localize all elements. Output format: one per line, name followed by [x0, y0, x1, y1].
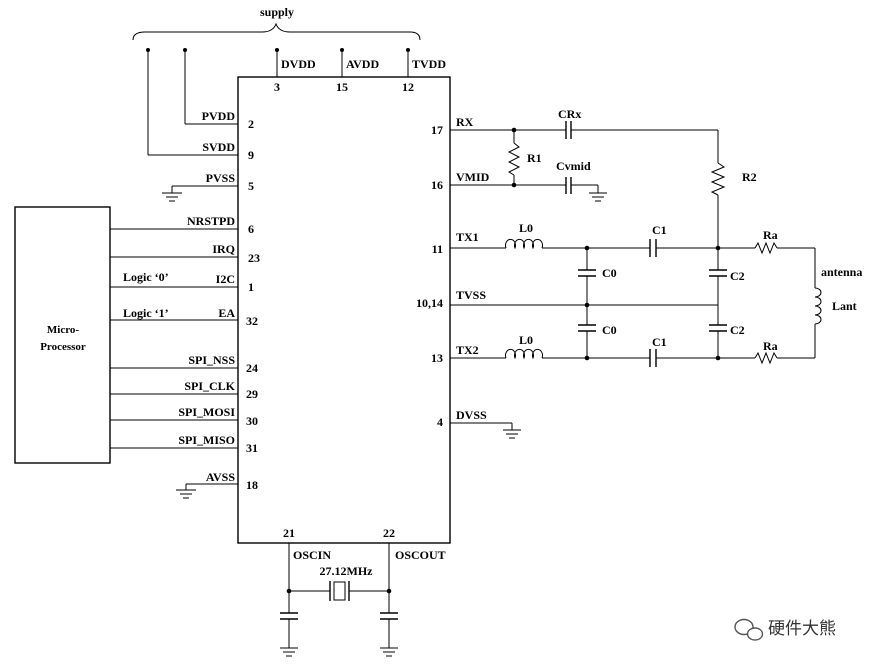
pin-name-tx1: TX1 [456, 230, 479, 244]
micro-label-1: Micro- [47, 324, 80, 336]
r1-label: R1 [527, 151, 542, 165]
crystal-symbol [333, 581, 346, 601]
supply-label: supply [260, 5, 294, 19]
logic-0-label: Logic ‘0’ [123, 270, 169, 284]
logic-1-label: Logic ‘1’ [123, 306, 169, 320]
pin-num-23: 23 [248, 251, 260, 265]
pin-name-avss: AVSS [206, 470, 235, 484]
l0-bottom-label: L0 [519, 333, 533, 347]
pin-name-oscout: OSCOUT [395, 548, 446, 562]
c2-top-label: C2 [730, 269, 745, 283]
pin-name-dvss: DVSS [456, 408, 487, 422]
pin-name-spi-mosi: SPI_MOSI [178, 405, 235, 419]
ra-bottom-label: Ra [763, 339, 778, 353]
pin-name-tvss: TVSS [456, 288, 486, 302]
pin-num-24: 24 [246, 361, 258, 375]
pin-num-30: 30 [246, 414, 258, 428]
pin-num-2: 2 [248, 117, 254, 131]
wechat-icon [734, 618, 764, 641]
crx-label: CRx [558, 107, 581, 121]
pin-num-22: 22 [383, 526, 395, 540]
pin-num-6: 6 [248, 222, 254, 236]
pin-num-32: 32 [246, 314, 258, 328]
pin-name-spi-nss: SPI_NSS [188, 353, 235, 367]
supply-brace [132, 22, 421, 41]
pin-name-rx: RX [456, 115, 474, 129]
pin-name-vmid: VMID [456, 170, 490, 184]
cvmid-label: Cvmid [556, 159, 591, 173]
pin-name-spi-miso: SPI_MISO [178, 433, 235, 447]
pin-name-ea: EA [218, 306, 235, 320]
pin-num-5: 5 [248, 179, 254, 193]
pin-num-21: 21 [283, 526, 295, 540]
c1-top-label: C1 [652, 223, 667, 237]
antenna-coil [814, 287, 822, 325]
pin-num-18: 18 [246, 478, 258, 492]
pin-num-1: 1 [248, 280, 254, 294]
pin-num-4: 4 [437, 415, 443, 429]
pin-num-15: 15 [336, 80, 348, 94]
pin-name-pvss: PVSS [206, 171, 236, 185]
pin-name-irq: IRQ [212, 242, 235, 256]
pin-num-3: 3 [274, 80, 280, 94]
pin-num-9: 9 [248, 148, 254, 162]
pin-name-dvdd: DVDD [281, 57, 316, 71]
pin-name-nrstpd: NRSTPD [187, 214, 235, 228]
pin-name-svdd: SVDD [202, 140, 235, 154]
pin-num-29: 29 [246, 387, 258, 401]
pin-num-12: 12 [402, 80, 414, 94]
lant-label: Lant [832, 299, 857, 313]
c2-bottom-label: C2 [730, 323, 745, 337]
pin-num-17: 17 [431, 123, 443, 137]
pin-num-13: 13 [431, 351, 443, 365]
ra-top-label: Ra [763, 228, 778, 242]
c0-bottom-label: C0 [602, 323, 617, 337]
micro-label-2: Processor [40, 341, 86, 353]
crystal-freq: 27.12MHz [320, 564, 374, 578]
watermark-text: 硬件大熊 [768, 619, 836, 639]
pin-num-11: 11 [432, 242, 443, 256]
r2-label: R2 [742, 170, 757, 184]
antenna-label: antenna [821, 265, 862, 279]
c1-bottom-label: C1 [652, 335, 667, 349]
pin-num-10-14: 10,14 [416, 296, 443, 310]
micro-processor-block [14, 206, 111, 464]
pin-name-tvdd: TVDD [412, 57, 446, 71]
pin-num-31: 31 [246, 441, 258, 455]
c0-top-label: C0 [602, 266, 617, 280]
l0-top-label: L0 [519, 221, 533, 235]
pin-name-oscin: OSCIN [293, 548, 331, 562]
pin-name-avdd: AVDD [346, 57, 379, 71]
pin-num-16: 16 [431, 178, 443, 192]
pin-name-pvdd: PVDD [202, 109, 236, 123]
chip-block [237, 76, 451, 544]
pin-name-tx2: TX2 [456, 343, 479, 357]
pin-name-i2c: I2C [216, 272, 235, 286]
pin-name-spi-clk: SPI_CLK [184, 379, 235, 393]
